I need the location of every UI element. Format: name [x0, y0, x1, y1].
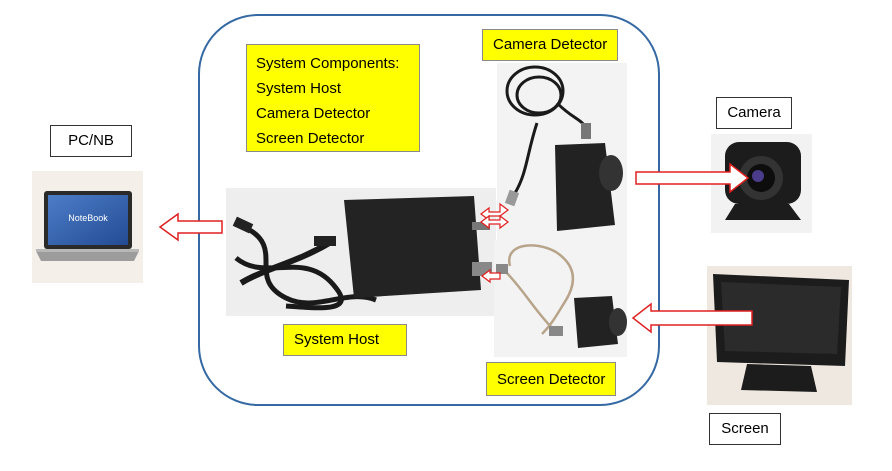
camera-detector-label: Camera Detector	[482, 29, 619, 61]
camera-detector-image	[497, 63, 627, 240]
notebook-screen-text: NoteBook	[68, 213, 108, 223]
components-title: System Components:	[256, 55, 400, 72]
arrow-screen-to-detector	[631, 302, 753, 334]
arrow-screen-detector-to-host	[481, 268, 501, 284]
screen-image	[707, 266, 852, 405]
system-components-box: System Components: System Host Camera De…	[246, 44, 420, 152]
component-item-system-host: System Host	[256, 80, 342, 97]
system-boundary	[198, 14, 660, 406]
system-host-label: System Host	[283, 324, 407, 356]
screen-label: Screen	[709, 413, 781, 445]
arrow-camera-to-detector	[635, 162, 750, 194]
arrow-host-to-pc	[158, 212, 223, 242]
system-host-image	[226, 188, 496, 316]
screen-detector-label: Screen Detector	[486, 362, 617, 396]
screen-detector-image	[494, 240, 627, 357]
component-item-camera-detector: Camera Detector	[256, 105, 371, 122]
arrow-host-camera-detector	[480, 202, 509, 230]
camera-label: Camera	[716, 97, 792, 129]
pc-nb-label: PC/NB	[50, 125, 132, 157]
notebook-image: NoteBook	[32, 171, 143, 283]
component-item-screen-detector: Screen Detector	[256, 130, 365, 147]
